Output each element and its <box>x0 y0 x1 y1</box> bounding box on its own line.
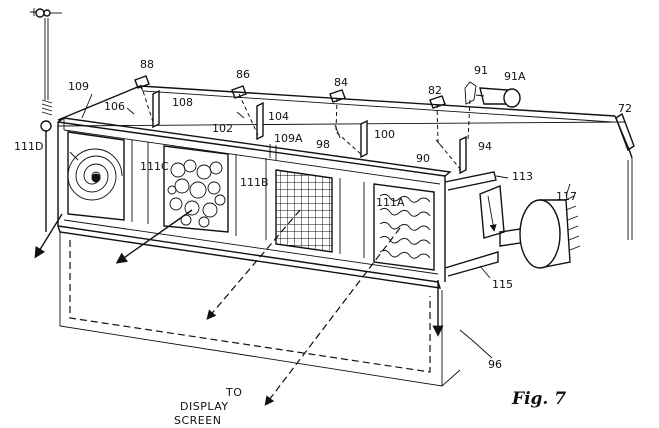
label-84: 84 <box>334 76 348 89</box>
label-86: 86 <box>236 68 250 81</box>
label-111c: 111C <box>140 160 169 173</box>
label-100: 100 <box>374 128 395 141</box>
label-72: 72 <box>618 102 632 115</box>
label-91a: 91A <box>504 70 526 83</box>
label-109a: 109A <box>274 132 303 145</box>
annotation-line-2: DISPLAY <box>180 400 229 413</box>
label-88: 88 <box>140 58 154 71</box>
label-109: 109 <box>68 80 89 93</box>
display-screen-annotation: TO DISPLAY SCREEN <box>174 386 242 427</box>
label-111a: 111A <box>376 196 405 209</box>
label-106: 106 <box>104 100 125 113</box>
label-102: 102 <box>212 122 233 135</box>
projection-arrows <box>36 210 438 404</box>
slide-111c-clouds <box>164 146 228 232</box>
spring-mount <box>30 8 62 232</box>
label-115: 115 <box>492 278 513 291</box>
light-source <box>465 82 520 107</box>
label-113: 113 <box>512 170 533 183</box>
annotation-line-3: SCREEN <box>174 414 221 427</box>
label-104: 104 <box>268 110 289 123</box>
label-111d: 111D <box>14 140 43 153</box>
annotation-line-1: TO <box>225 386 242 399</box>
label-117: 117 <box>556 190 577 203</box>
label-108: 108 <box>172 96 193 109</box>
slide-111d-spiral <box>68 132 124 220</box>
drive-mechanism <box>445 172 580 276</box>
label-91: 91 <box>474 64 488 77</box>
figure-caption: Fig. 7 <box>511 389 566 409</box>
label-90: 90 <box>416 152 430 165</box>
label-96: 96 <box>488 358 502 371</box>
slide-111b-grid <box>276 170 332 252</box>
label-98: 98 <box>316 138 330 151</box>
label-82: 82 <box>428 84 442 97</box>
label-94: 94 <box>478 140 492 153</box>
label-111b: 111B <box>240 176 269 189</box>
